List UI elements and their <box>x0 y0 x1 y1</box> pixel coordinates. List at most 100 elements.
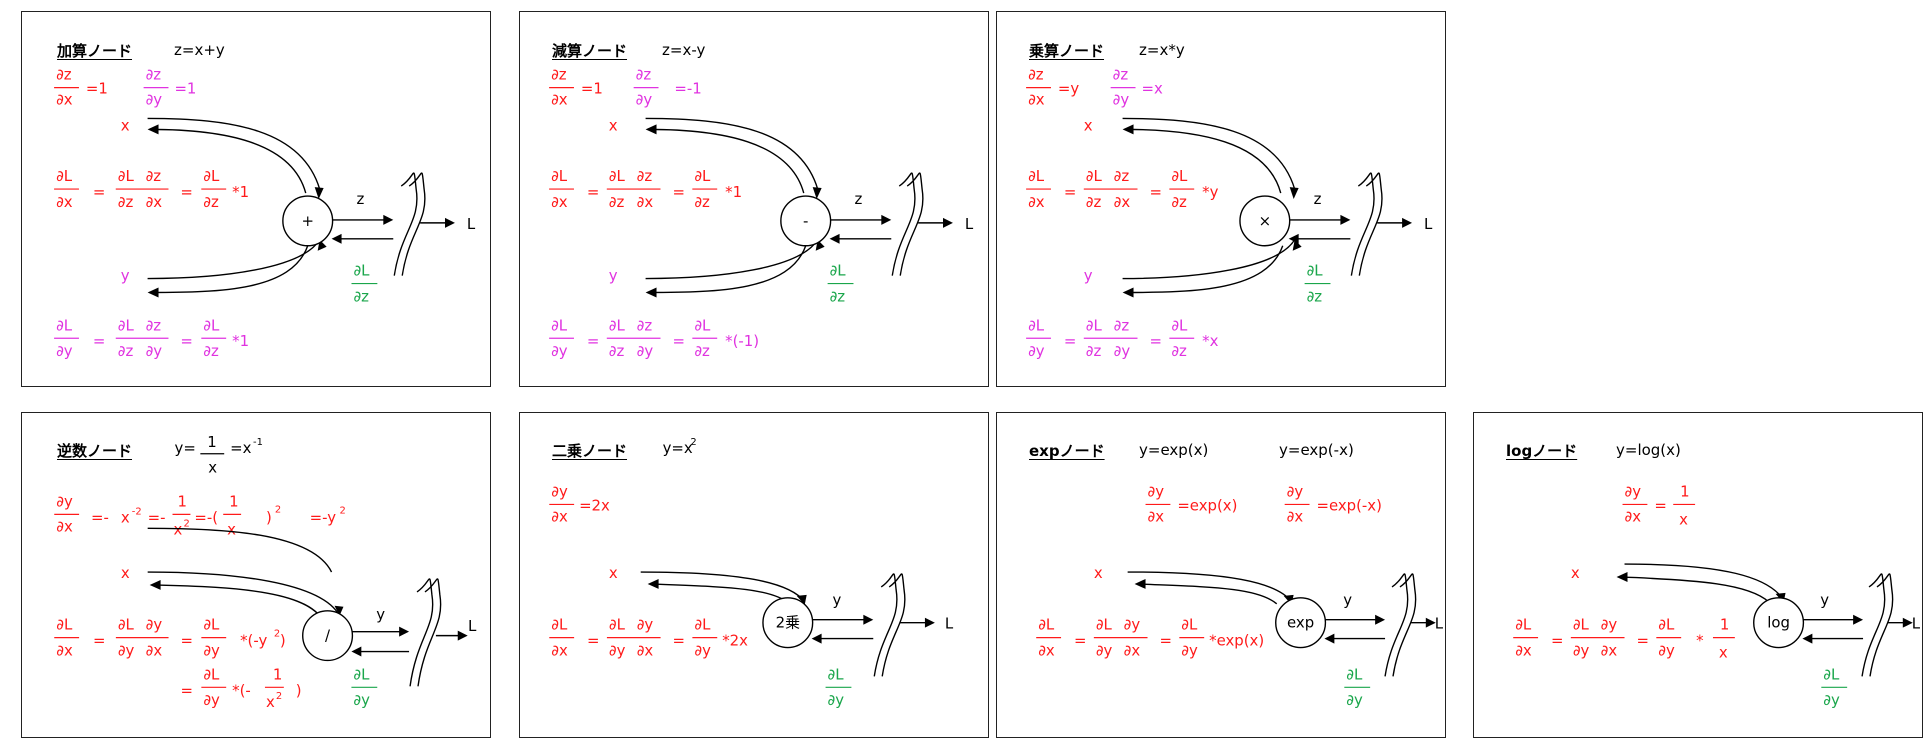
svg-text:∂z: ∂z <box>1114 316 1130 334</box>
svg-text:1: 1 <box>207 433 216 451</box>
svg-text:∂y: ∂y <box>353 691 370 709</box>
exp-node-diagram: ∂y∂x =exp(x) ∂y∂x =exp(-x) exp L y x ∂L∂… <box>1036 482 1444 709</box>
svg-text:*y: *y <box>1202 183 1218 201</box>
svg-text:∂y: ∂y <box>203 642 220 660</box>
svg-text:=exp(-x): =exp(-x) <box>1316 496 1381 514</box>
svg-text:∂L: ∂L <box>609 616 626 634</box>
svg-text:∂z: ∂z <box>694 193 710 211</box>
label-L: L <box>468 617 477 635</box>
svg-text:∂y: ∂y <box>1658 642 1675 660</box>
svg-text:∂y: ∂y <box>1113 91 1130 109</box>
svg-text:L: L <box>1435 615 1444 633</box>
svg-text:∂x: ∂x <box>551 91 568 109</box>
svg-text:=: = <box>1551 632 1563 650</box>
svg-text:∂L: ∂L <box>830 262 847 280</box>
svg-text:exp: exp <box>1287 614 1314 632</box>
svg-text:∂L: ∂L <box>694 316 711 334</box>
svg-text:∂y: ∂y <box>637 342 654 360</box>
svg-text:∂z: ∂z <box>1307 287 1323 305</box>
svg-text:y: y <box>609 267 618 285</box>
svg-text:=: = <box>1064 332 1077 350</box>
svg-text:∂L: ∂L <box>1086 167 1103 185</box>
svg-text:2: 2 <box>276 691 282 702</box>
svg-text:∂y: ∂y <box>1287 482 1304 500</box>
svg-text:∂L: ∂L <box>203 616 220 634</box>
mul-operator-node <box>1239 195 1291 247</box>
svg-text:∂y: ∂y <box>146 342 163 360</box>
svg-text:∂z: ∂z <box>830 287 846 305</box>
svg-text:): ) <box>280 632 286 650</box>
square-operator-node <box>762 597 814 649</box>
svg-text:∂L: ∂L <box>551 616 568 634</box>
svg-text:∂L: ∂L <box>203 665 220 683</box>
x-chain-rule: ∂L∂x = ∂L∂y ∂y∂x = ∂L∂y * 1x <box>1513 616 1735 661</box>
svg-text:∂y: ∂y <box>1601 616 1618 634</box>
svg-text:=exp(x): =exp(x) <box>1177 496 1237 514</box>
svg-text:*x: *x <box>1202 332 1218 350</box>
svg-text:=: = <box>1636 632 1648 650</box>
svg-text:∂z: ∂z <box>1028 66 1044 84</box>
svg-text:∂x: ∂x <box>1114 193 1131 211</box>
svg-text:∂y: ∂y <box>1148 482 1165 500</box>
svg-text:∂L: ∂L <box>353 665 370 683</box>
svg-text:∂y: ∂y <box>828 691 845 709</box>
log-operator-node <box>1753 597 1805 649</box>
svg-text:x: x <box>1719 643 1728 661</box>
svg-text:=: = <box>1064 183 1077 201</box>
svg-text:∂L: ∂L <box>1181 616 1198 634</box>
node-formula: z=x+y <box>174 41 225 59</box>
svg-text:∂z: ∂z <box>1113 66 1129 84</box>
svg-text:y=: y= <box>175 439 196 457</box>
svg-text:∂y: ∂y <box>1028 342 1045 360</box>
svg-text:∂L: ∂L <box>1028 316 1045 334</box>
svg-text:∂L: ∂L <box>118 616 135 634</box>
svg-text:∂L: ∂L <box>551 167 568 185</box>
svg-text:-1: -1 <box>253 437 263 448</box>
svg-text:-: - <box>803 212 808 230</box>
svg-text:∂z: ∂z <box>146 167 162 185</box>
sub-node-diagram: - L z x y ∂z∂x =1 ∂z∂y =-1 ∂L∂x = ∂L∂z ∂… <box>549 66 974 360</box>
svg-text:=: = <box>1149 183 1162 201</box>
x-chain-rule: ∂L∂x = ∂L∂y ∂y∂x = ∂L∂y *exp(x) <box>1036 616 1264 660</box>
svg-text:∂L: ∂L <box>203 167 220 185</box>
svg-text:×: × <box>1259 212 1272 230</box>
svg-text:∂y: ∂y <box>694 642 711 660</box>
svg-text:∂L: ∂L <box>1038 616 1055 634</box>
mul-node-diagram: × L z x y ∂z∂x =y ∂z∂y =x ∂L∂x = ∂L∂z ∂z… <box>1026 66 1433 360</box>
svg-text:∂x: ∂x <box>56 193 73 211</box>
svg-text:=: = <box>1159 632 1171 650</box>
svg-text:∂L: ∂L <box>118 167 135 185</box>
svg-text:∂L: ∂L <box>1096 616 1113 634</box>
svg-text:∂z: ∂z <box>551 66 567 84</box>
svg-text:∂x: ∂x <box>56 642 73 660</box>
svg-text:z: z <box>854 190 862 208</box>
svg-text:=: = <box>672 332 685 350</box>
svg-text:x: x <box>208 459 217 477</box>
svg-text:L: L <box>1912 615 1921 633</box>
svg-text:=-1: =-1 <box>674 80 701 98</box>
svg-text:∂L: ∂L <box>609 167 626 185</box>
svg-text:∂L: ∂L <box>1307 262 1324 280</box>
svg-text:∂x: ∂x <box>637 193 654 211</box>
svg-text:z: z <box>1314 190 1322 208</box>
svg-text:∂x: ∂x <box>1601 642 1618 660</box>
svg-text:y: y <box>376 606 385 624</box>
svg-text:x: x <box>121 116 130 134</box>
svg-text:*1: *1 <box>725 183 742 201</box>
svg-text:x: x <box>1679 510 1688 528</box>
svg-text:∂L: ∂L <box>118 316 135 334</box>
panel-add-node: + L z x y ∂z∂x =1 ∂z∂y =1 ∂L∂x = ∂L∂z ∂z… <box>21 11 491 387</box>
svg-text:=: = <box>180 632 192 650</box>
y-chain-rule: ∂L∂y = ∂L∂z ∂z∂y = ∂L∂z *1 <box>54 316 249 360</box>
svg-text:∂x: ∂x <box>146 193 163 211</box>
svg-text:L: L <box>1424 215 1433 233</box>
svg-text:∂x: ∂x <box>1625 507 1642 525</box>
svg-text:∂z: ∂z <box>609 342 625 360</box>
svg-text:2: 2 <box>275 504 281 515</box>
svg-text:=: = <box>93 183 106 201</box>
operator-label: + <box>301 212 314 230</box>
y-chain-rule: ∂L∂y = ∂L∂z ∂z∂y = ∂L∂z *(-1) <box>549 316 759 360</box>
panel-exp-node: ∂y∂x =exp(x) ∂y∂x =exp(-x) exp L y x ∂L∂… <box>996 412 1446 738</box>
svg-text:∂y: ∂y <box>1346 691 1363 709</box>
